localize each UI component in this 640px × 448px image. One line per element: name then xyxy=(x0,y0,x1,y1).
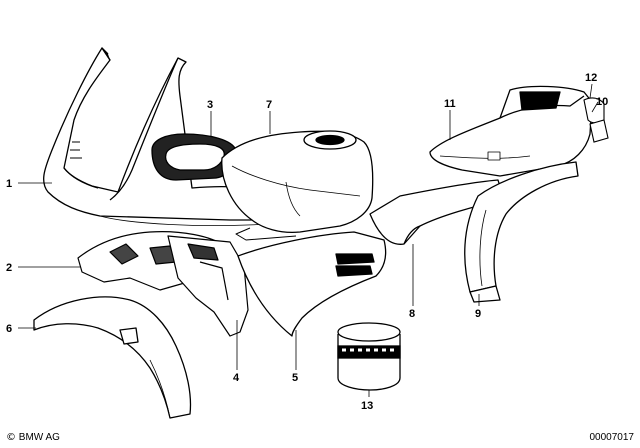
part-4-inner-panel[interactable] xyxy=(167,235,249,337)
callout-10: 10 xyxy=(596,96,608,108)
diagram-number: 00007017 xyxy=(589,432,635,443)
callout-12: 12 xyxy=(585,72,597,84)
callout-5: 5 xyxy=(292,372,298,384)
part-13-paint-tin[interactable] xyxy=(337,322,401,391)
copyright-notice: © BMW AG xyxy=(6,432,60,443)
callout-11: 11 xyxy=(444,98,456,110)
callout-13: 13 xyxy=(361,400,373,412)
copyright-symbol: © xyxy=(6,432,16,443)
part-7-fuel-tank[interactable] xyxy=(221,130,374,241)
callout-2: 2 xyxy=(6,262,12,274)
callout-7: 7 xyxy=(266,99,272,111)
callout-6: 6 xyxy=(6,323,12,335)
callout-8: 8 xyxy=(409,308,415,320)
part-11-seat-pan[interactable] xyxy=(429,85,593,177)
leader-lines xyxy=(18,83,599,397)
callout-3: 3 xyxy=(207,99,213,111)
part-10-clip[interactable] xyxy=(589,119,609,143)
brand-name: BMW AG xyxy=(18,432,60,443)
part-6-front-fender[interactable] xyxy=(33,296,192,419)
callout-9: 9 xyxy=(475,308,481,320)
part-1-front-fairing[interactable] xyxy=(42,47,298,226)
part-3-tank-pad[interactable] xyxy=(151,133,237,181)
part-8-side-strip[interactable] xyxy=(369,179,505,245)
part-5-side-panel[interactable] xyxy=(237,231,387,337)
part-9-rear-fender[interactable] xyxy=(464,161,579,303)
callout-1: 1 xyxy=(6,178,12,190)
callout-4: 4 xyxy=(233,372,240,384)
